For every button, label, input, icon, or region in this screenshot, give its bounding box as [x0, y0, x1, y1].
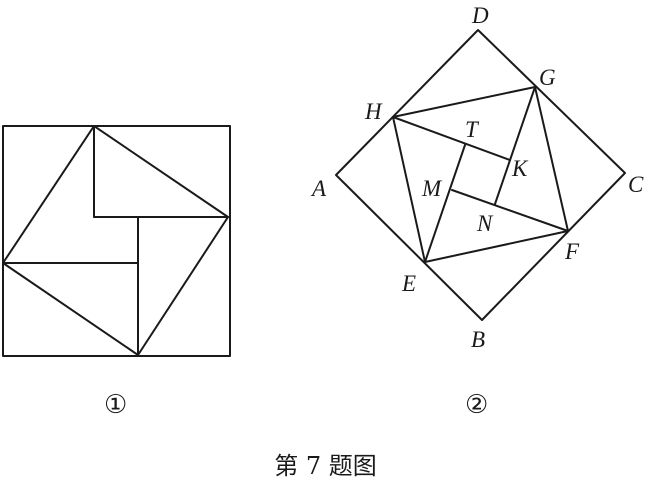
label-F: F	[565, 239, 580, 264]
tilted-square	[2, 125, 229, 356]
label-D: D	[472, 3, 489, 28]
label-N: N	[477, 211, 493, 236]
label-G: G	[539, 65, 556, 90]
segment-FM	[451, 189, 569, 232]
label-A: A	[312, 176, 327, 201]
label-E: E	[402, 271, 417, 296]
figure-2	[335, 29, 626, 321]
figure-2-number: ②	[465, 390, 489, 420]
segment-ET	[424, 144, 466, 263]
label-B: B	[471, 327, 486, 352]
label-T: T	[465, 117, 478, 142]
figure-1	[2, 125, 231, 357]
segment-HK	[392, 116, 511, 161]
figure-1-number: ①	[104, 390, 128, 420]
square-ABCD	[335, 29, 626, 321]
label-H: H	[365, 99, 382, 124]
label-K: K	[512, 156, 528, 181]
label-C: C	[628, 172, 644, 197]
label-M: M	[422, 176, 442, 201]
figure-caption: 第 7 题图	[274, 452, 377, 480]
outer-square	[2, 125, 231, 357]
segment-GN	[494, 86, 536, 205]
